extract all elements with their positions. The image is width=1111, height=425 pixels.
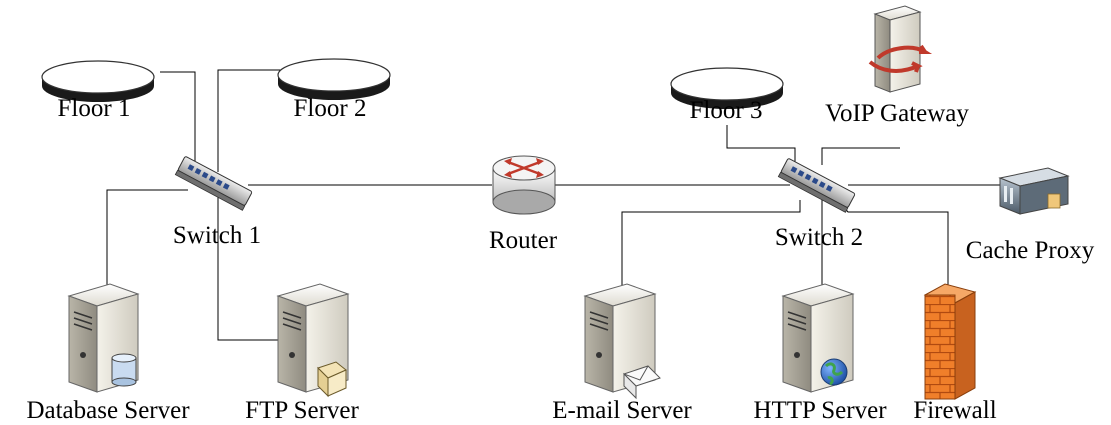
cache-proxy-label: Cache Proxy	[965, 237, 1095, 264]
link-floor3-switch2	[726, 125, 796, 162]
link-floor2-switch1	[217, 69, 282, 172]
floor2-label: Floor 2	[293, 95, 367, 122]
http-server-label: HTTP Server	[753, 397, 887, 424]
floor1-disc	[41, 60, 155, 102]
router-label: Router	[488, 227, 558, 254]
firewall-label: Firewall	[913, 397, 997, 424]
ftp-server-label: FTP Server	[245, 397, 359, 424]
link-switch1-database	[106, 189, 188, 288]
http-server-icon	[781, 283, 855, 393]
switch1-label: Switch 1	[172, 222, 262, 249]
link-floor1-switch1	[160, 71, 196, 162]
cache-proxy-icon	[998, 167, 1070, 215]
link-switch1-ftp	[217, 196, 278, 341]
voip-gateway-icon	[868, 5, 933, 93]
firewall-icon	[923, 283, 977, 400]
ftp-server-icon	[276, 283, 350, 398]
email-server-icon	[583, 283, 661, 400]
voip-gateway-label: VoIP Gateway	[825, 100, 969, 127]
floor3-disc	[670, 67, 784, 109]
email-server-label: E-mail Server	[552, 397, 692, 424]
floor1-label: Floor 1	[57, 95, 131, 122]
database-server-icon	[67, 283, 140, 393]
link-switch2-email	[621, 200, 801, 288]
floor2-disc	[277, 58, 391, 100]
floor3-label: Floor 3	[689, 97, 763, 124]
switch2-label: Switch 2	[774, 224, 864, 251]
link-voip-switch2	[821, 147, 900, 165]
switch2-icon	[777, 158, 856, 213]
database-server-label: Database Server	[26, 397, 190, 424]
switch1-icon	[174, 156, 253, 211]
router-icon	[492, 155, 556, 215]
